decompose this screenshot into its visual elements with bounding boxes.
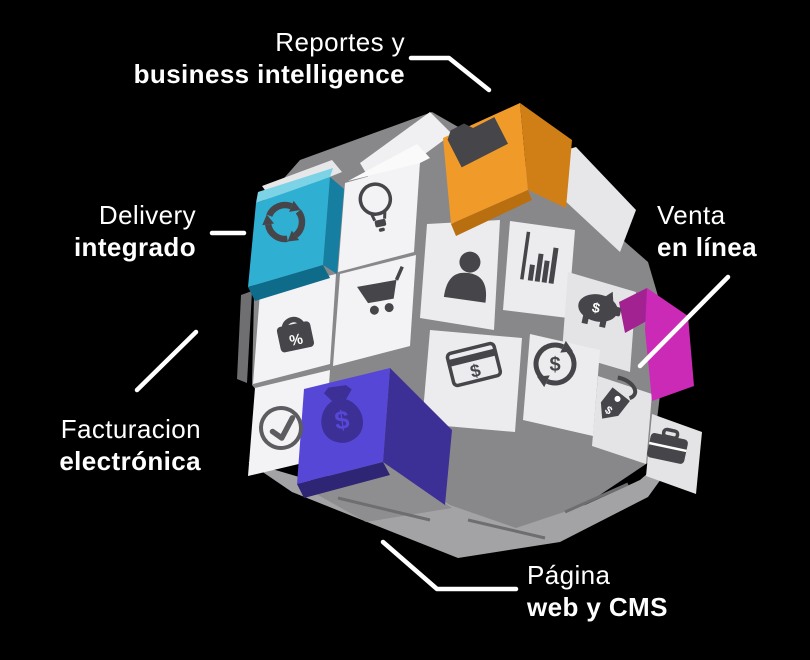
label-venta-line1: Venta	[657, 200, 726, 230]
person-icon	[443, 251, 487, 303]
credit-card-icon: $	[445, 341, 503, 388]
cubie-purple-bottom	[297, 462, 390, 498]
dollar-glyph: $	[549, 354, 560, 376]
shopping-cart-icon	[357, 265, 404, 315]
bar-chart-icon	[520, 231, 559, 284]
label-delivery-line2: integrado	[73, 231, 196, 262]
label-reportes-line1: Reportes y	[275, 27, 405, 57]
price-tag-icon: $	[600, 375, 638, 419]
label-pagina-line1: Página	[527, 560, 611, 590]
callout-line-reportes	[408, 55, 492, 93]
label-facturacion: Facturacion electrónica	[59, 414, 201, 477]
dollar-glyph: $	[591, 299, 602, 316]
cubie-magenta-sliver	[619, 288, 652, 333]
label-delivery-line1: Delivery	[98, 200, 196, 230]
label-venta-line2: en línea	[657, 231, 758, 262]
label-delivery: Delivery integrado	[74, 200, 196, 263]
cube-left-edge	[237, 291, 252, 383]
label-reportes: Reportes y business intelligence	[134, 27, 405, 90]
callout-line-pagina	[380, 539, 519, 592]
recycle-icon	[262, 200, 306, 243]
cubie-teal-bottom	[248, 265, 330, 301]
label-reportes-line2: business intelligence	[133, 58, 405, 89]
cube-underside	[248, 432, 695, 558]
cubie-teal-side	[323, 177, 344, 274]
folder-icon	[447, 117, 508, 168]
lightbulb-icon	[358, 182, 393, 232]
label-pagina-line2: web y CMS	[527, 591, 668, 622]
dollar-glyph: $	[468, 360, 483, 382]
briefcase-icon	[647, 427, 688, 464]
lock-percent-icon: %	[276, 316, 315, 353]
tile-lightbulb	[338, 162, 420, 272]
cubie-orange-side	[520, 103, 572, 208]
cubie-teal-front	[248, 177, 330, 287]
cubie-magenta-front	[645, 288, 694, 401]
piggy-bank-icon: $	[578, 291, 622, 328]
tile-cycle	[523, 334, 600, 436]
cubie-teal-top	[256, 168, 333, 203]
cubie-orange-bottom	[451, 190, 532, 236]
check-circle-icon	[259, 406, 303, 450]
currency-cycle-icon: $	[533, 340, 577, 388]
dollar-glyph: $	[333, 404, 352, 436]
label-facturacion-line2: electrónica	[59, 445, 201, 476]
cubie-purple-side	[383, 368, 452, 505]
callout-line-facturacion	[134, 329, 199, 393]
callout-line-venta	[637, 274, 731, 369]
label-pagina: Página web y CMS	[527, 560, 668, 623]
percent-glyph: %	[288, 331, 305, 350]
underside-seam	[467, 518, 546, 540]
label-venta: Venta en línea	[657, 200, 757, 263]
underside-seam	[337, 496, 431, 522]
tile-lightbulb-top	[348, 144, 430, 181]
money-bag-icon: $	[321, 385, 363, 443]
underside-seam	[564, 482, 629, 514]
label-facturacion-line1: Facturacion	[60, 414, 201, 444]
